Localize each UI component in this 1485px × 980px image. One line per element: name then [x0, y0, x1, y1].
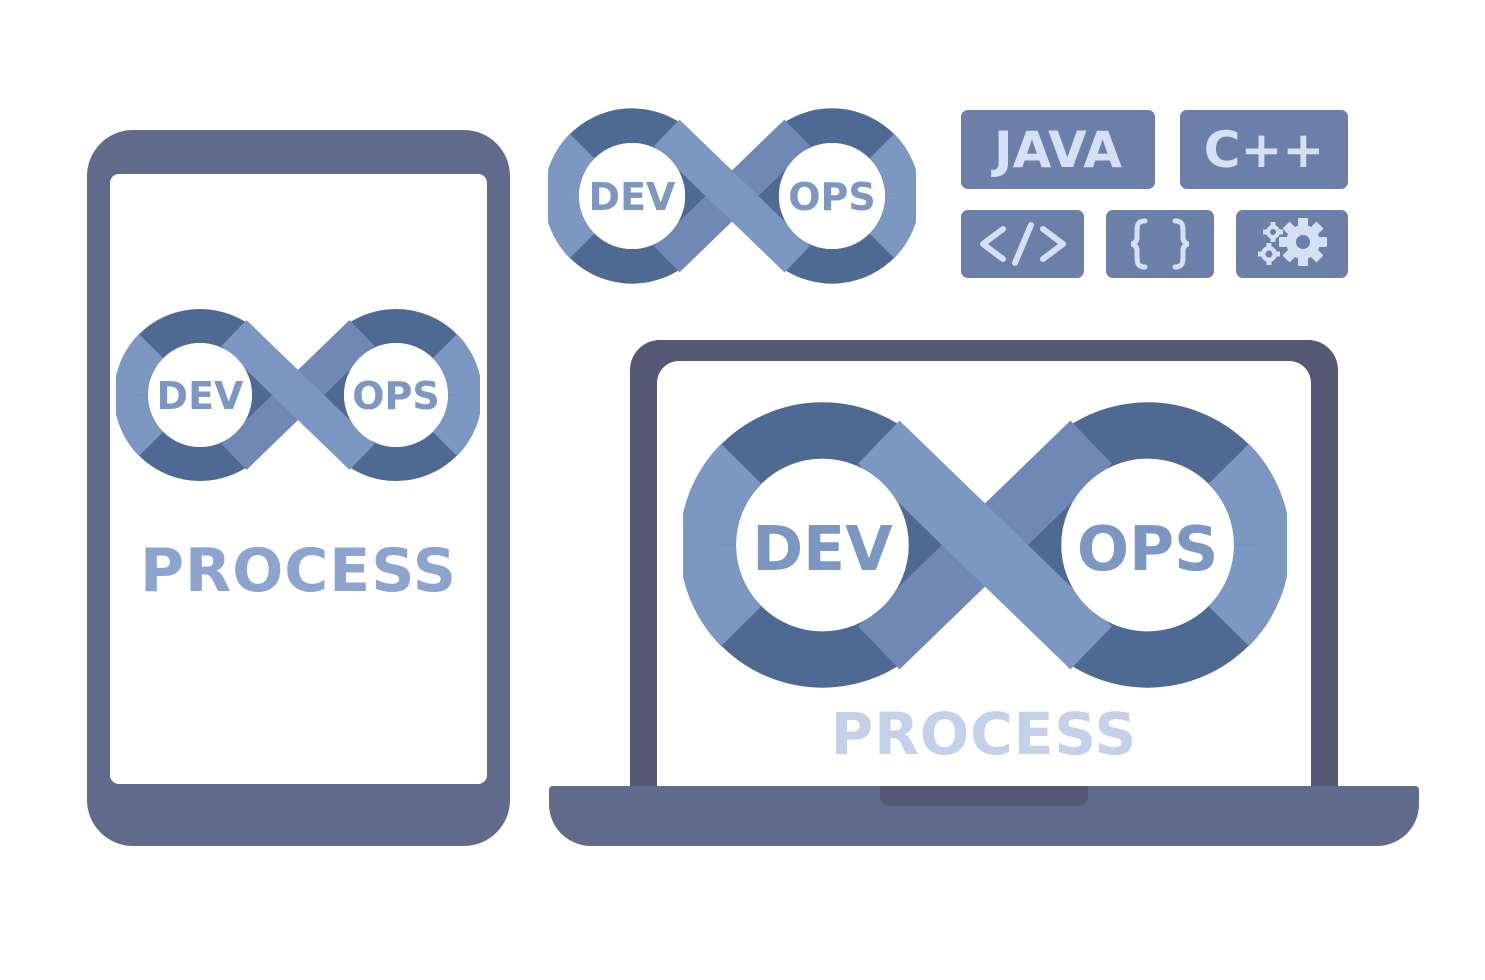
- code-tag-icon: [979, 222, 1066, 266]
- java-label: JAVA: [994, 120, 1122, 179]
- devops-dev-label: DEV: [752, 514, 893, 585]
- gears-icon: [1258, 218, 1327, 266]
- laptop-notch: [880, 786, 1088, 806]
- devops-ops-label: OPS: [1077, 514, 1218, 585]
- phone-process-title: PROCESS: [140, 536, 457, 606]
- devops-dev-label: DEV: [589, 175, 677, 219]
- devops-infinity-logo-laptop: DEV OPS: [683, 402, 1287, 688]
- gears-tile: [1236, 210, 1348, 278]
- devops-infinity-logo-top: DEV OPS: [548, 108, 916, 284]
- devops-ops-label: OPS: [352, 374, 440, 418]
- java-tile: JAVA: [961, 110, 1155, 189]
- cpp-label: C++: [1203, 120, 1325, 179]
- curly-braces-icon: [1130, 218, 1190, 270]
- cpp-tile: C++: [1180, 110, 1348, 189]
- devops-ops-label: OPS: [788, 175, 876, 219]
- smartphone-screen: [110, 174, 487, 784]
- laptop-process-title: PROCESS: [830, 700, 1138, 768]
- devops-infinity-logo-phone: DEV OPS: [116, 308, 480, 482]
- curly-braces-tile: [1106, 210, 1214, 278]
- devops-dev-label: DEV: [157, 374, 245, 418]
- code-tag-tile: [961, 210, 1084, 278]
